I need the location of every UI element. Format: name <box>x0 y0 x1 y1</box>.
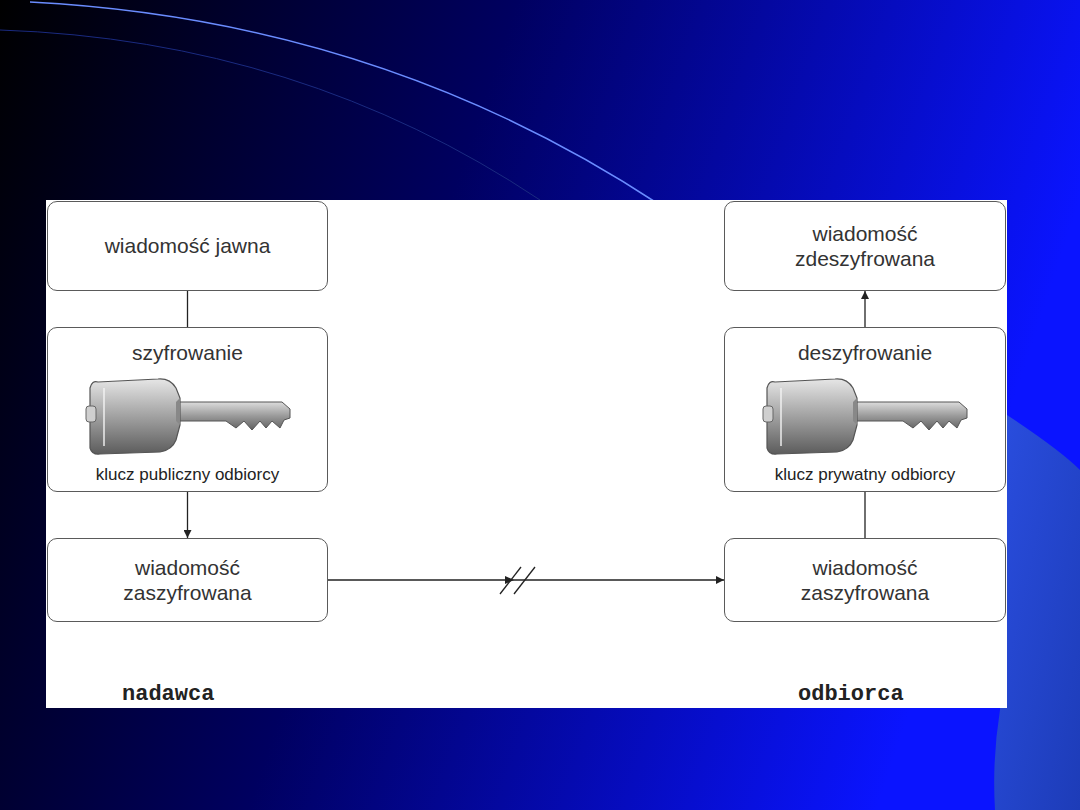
role-label: odbiorca <box>798 682 904 707</box>
corner-shape <box>994 415 1080 810</box>
message-box: wiadomość zdeszyfrowana <box>724 201 1006 291</box>
decor-arc <box>0 30 540 200</box>
connector-line <box>864 492 865 538</box>
connector-line <box>187 291 188 327</box>
key-icon <box>86 379 290 454</box>
box-text: szyfrowanie <box>132 340 243 365</box>
key-caption: klucz publiczny odbiorcy <box>96 465 279 485</box>
connector-arrow <box>864 291 865 327</box>
key-icon <box>763 379 967 454</box>
box-text: wiadomość zaszyfrowana <box>770 555 960 605</box>
key-process-box: deszyfrowanie klucz prywatny odbiorcy <box>724 327 1006 492</box>
key-caption: klucz prywatny odbiorcy <box>775 465 955 485</box>
box-text: wiadomość zdeszyfrowana <box>765 221 965 271</box>
message-box: wiadomość zaszyfrowana <box>47 538 328 622</box>
box-text: wiadomość zaszyfrowana <box>93 555 283 605</box>
decor-arc <box>30 2 660 205</box>
message-box: wiadomość zaszyfrowana <box>724 538 1006 622</box>
connector-arrow <box>187 492 188 538</box>
message-box: wiadomość jawna <box>47 201 328 291</box>
key-process-box: szyfrowanie klucz publiczny odbiorcy <box>47 327 328 492</box>
role-label: nadawca <box>122 682 214 707</box>
white-panel <box>46 200 1007 708</box>
box-text: wiadomość jawna <box>105 233 271 258</box>
connector-arrow <box>328 579 724 580</box>
box-text: deszyfrowanie <box>798 340 932 365</box>
